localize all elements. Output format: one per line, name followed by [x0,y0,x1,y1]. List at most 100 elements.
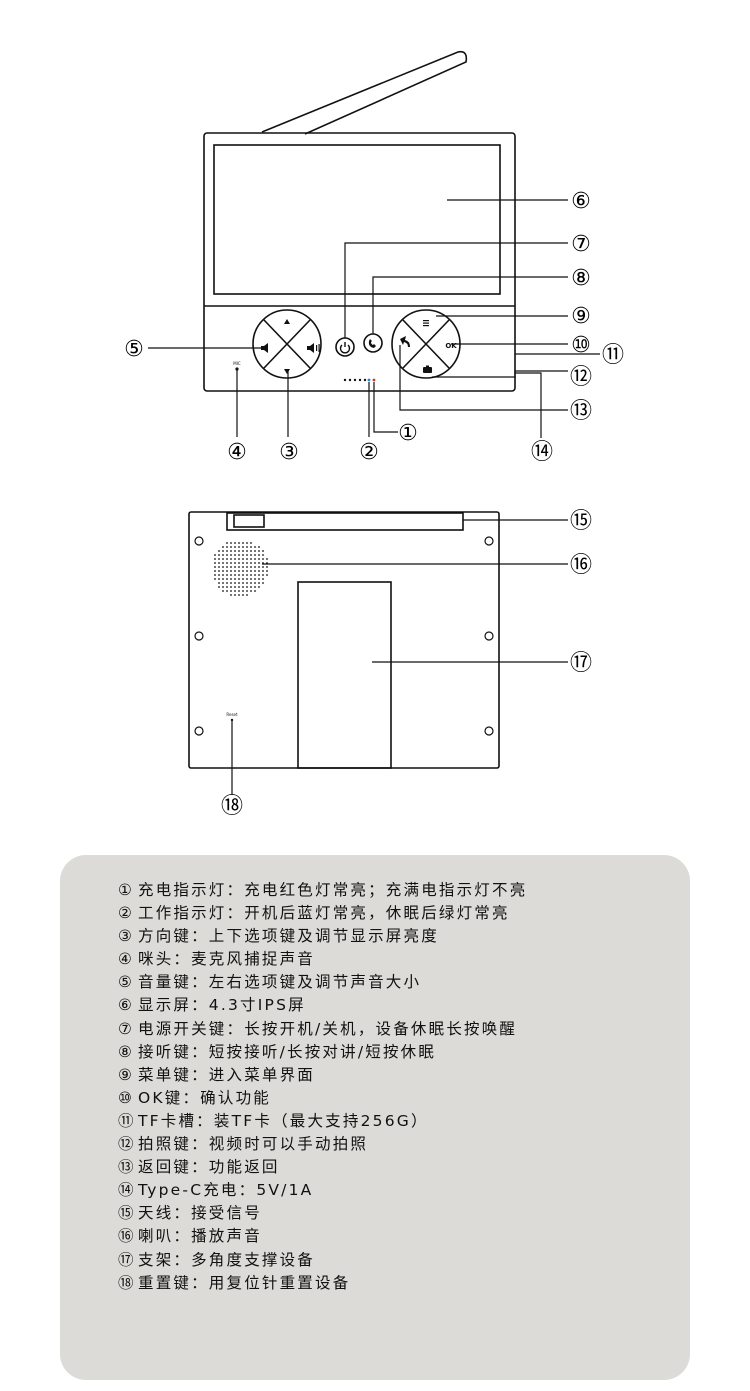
up-arrow-icon [284,319,290,324]
grille-dot [254,574,256,576]
grille-dot [218,550,220,552]
grille-dot [226,586,228,588]
callout-2: ② [359,440,379,465]
callout-1: ① [398,421,418,446]
grille-dot [242,582,244,584]
grille-dot [246,594,248,596]
grille-dot [246,570,248,572]
grille-dot [238,574,240,576]
power-icon [339,342,351,354]
mic-label: MIC [233,361,241,366]
grille-dot [246,550,248,552]
grille-dot [258,582,260,584]
grille-dot [230,582,232,584]
grille-dot [222,586,224,588]
grille-dot [218,558,220,560]
grille-dot [222,578,224,580]
grille-dot [226,558,228,560]
grille-dot [266,570,268,572]
grille-dot [222,546,224,548]
grille-dot [230,578,232,580]
callout-10: ⑩ [571,333,591,358]
grille-dot [250,566,252,568]
grille-dot [222,590,224,592]
grille-dot [262,566,264,568]
grille-dot [218,562,220,564]
grille-dot [254,582,256,584]
grille-dot [234,542,236,544]
callout-15: ⑮ [570,509,592,534]
screw-holes [194,536,494,736]
grille-dot [246,558,248,560]
front-leader-lines [148,199,600,438]
grille-dot [218,566,220,568]
grille-dot [226,578,228,580]
grille-dot [250,570,252,572]
grille-dot [230,554,232,556]
grille-dot [254,590,256,592]
back-leader-lines [231,519,568,795]
answer-button[interactable] [363,333,383,353]
grille-dot [258,578,260,580]
grille-dot [246,590,248,592]
back-arrow-icon [400,336,410,347]
grille-dot [242,590,244,592]
grille-dot [246,578,248,580]
grille-dot [242,586,244,588]
grille-dot [218,586,220,588]
grille-dot [218,574,220,576]
grille-dot [262,562,264,564]
grille-dot [222,558,224,560]
grille-dot [222,566,224,568]
grille-dot [246,582,248,584]
grille-dot [230,570,232,572]
grille-dot [230,546,232,548]
grille-dot [226,554,228,556]
grille-dot [238,558,240,560]
grille-dot [230,550,232,552]
grille-dot [250,546,252,548]
direction-pad[interactable] [252,309,322,379]
grille-dot [262,578,264,580]
grille-dot [222,574,224,576]
grille-dot [226,574,228,576]
grille-dot [214,578,216,580]
grille-dot [258,566,260,568]
antenna-slot-tab [233,514,265,528]
callout-12: ⑫ [570,365,592,390]
grille-dot [238,554,240,556]
grille-dot [238,546,240,548]
grille-dot [238,590,240,592]
grille-dot [254,558,256,560]
callout-7: ⑦ [571,232,591,257]
grille-dot [226,542,228,544]
mic-hole [235,367,239,371]
antenna-slot [226,512,464,531]
grille-dot [250,558,252,560]
grille-dot [234,546,236,548]
callout-18: ⑱ [221,794,243,819]
volume-up-icon [307,343,320,353]
grille-dot [234,554,236,556]
grille-dot [238,594,240,596]
grille-dot [242,570,244,572]
grille-dot [230,562,232,564]
grille-dot [234,586,236,588]
front-housing [203,132,516,392]
grille-dot [246,562,248,564]
grille-dot [230,542,232,544]
reset-label: Reset [226,712,238,717]
grille-dot [226,566,228,568]
grille-dot [250,590,252,592]
